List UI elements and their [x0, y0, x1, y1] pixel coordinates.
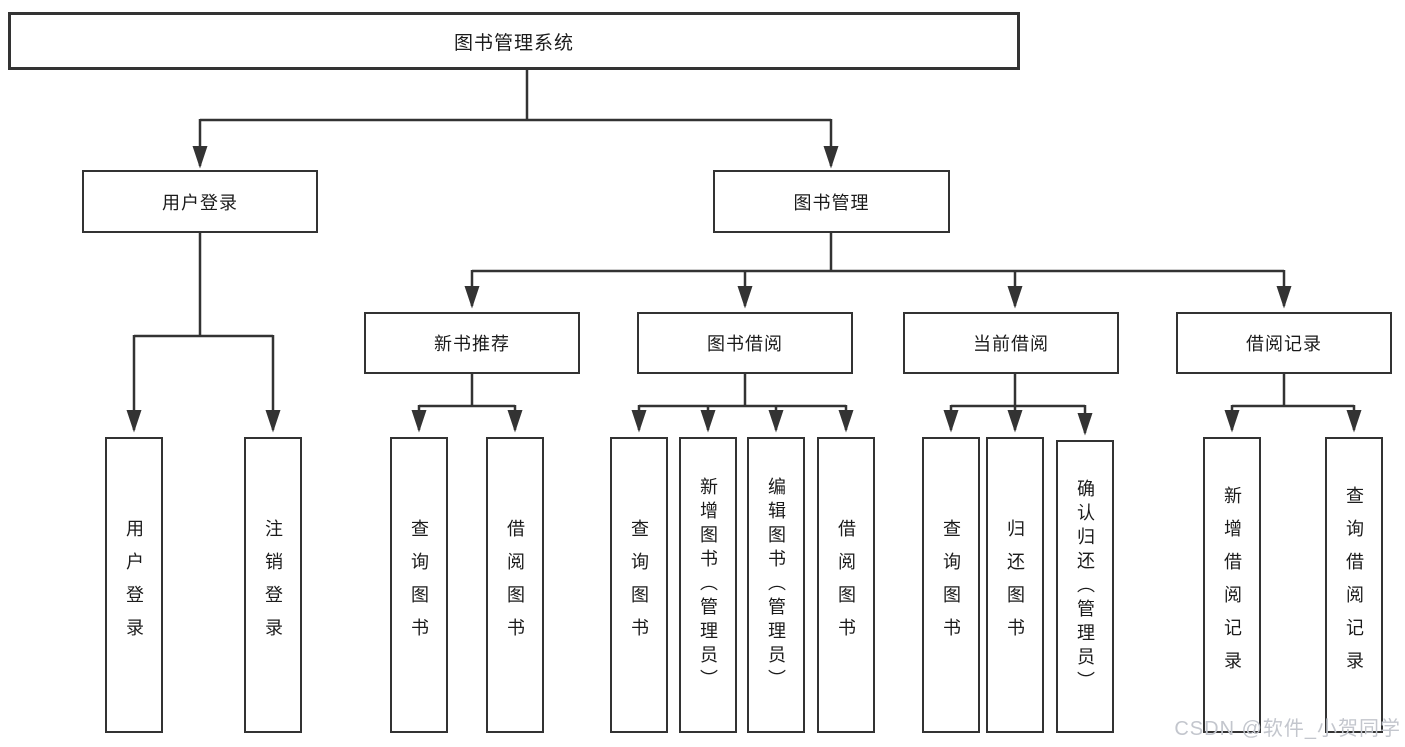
node-label: 借阅图书: [836, 519, 856, 651]
csdn-watermark: CSDN @软件_小贺同学: [1174, 718, 1401, 740]
node-label: 借阅图书: [505, 519, 525, 651]
node-label: 借阅记录: [1246, 334, 1322, 354]
node-label: 查询图书: [941, 519, 961, 651]
node-borrowing-records: 借阅记录: [1176, 312, 1392, 374]
node-label: 查询图书: [629, 519, 649, 651]
node-library-management-system: 图书管理系统: [8, 12, 1020, 70]
node-label: 新增借阅记录: [1222, 486, 1242, 684]
node-return-books: 归还图书: [986, 437, 1044, 733]
node-add-book-admin: 新增图书（管理员）: [679, 437, 737, 733]
node-label: 图书管理: [793, 192, 870, 213]
node-query-books-3: 查询图书: [922, 437, 980, 733]
node-user-login-action: 用户登录: [105, 437, 163, 733]
node-query-books-1: 查询图书: [390, 437, 448, 733]
node-label: 查询借阅记录: [1344, 486, 1364, 684]
node-label: 用户登录: [162, 192, 238, 213]
node-borrow-books-2: 借阅图书: [817, 437, 875, 733]
node-query-borrow-record: 查询借阅记录: [1325, 437, 1383, 733]
node-book-borrowing: 图书借阅: [637, 312, 853, 374]
node-label: 查询图书: [409, 519, 429, 651]
node-label: 图书管理系统: [453, 32, 574, 54]
node-current-borrowing: 当前借阅: [903, 312, 1119, 374]
node-new-book-recommendation: 新书推荐: [364, 312, 580, 374]
node-label: 新书推荐: [434, 334, 510, 354]
node-label: 编辑图书（管理员）: [766, 477, 786, 693]
node-label: 当前借阅: [973, 334, 1049, 354]
node-label: 图书借阅: [707, 334, 783, 354]
node-edit-book-admin: 编辑图书（管理员）: [747, 437, 805, 733]
node-query-books-2: 查询图书: [610, 437, 668, 733]
node-borrow-books-1: 借阅图书: [486, 437, 544, 733]
node-book-management: 图书管理: [713, 170, 950, 233]
node-add-borrow-record: 新增借阅记录: [1203, 437, 1261, 733]
node-label: 注销登录: [263, 519, 283, 651]
node-label: 归还图书: [1005, 519, 1025, 651]
node-logout: 注销登录: [244, 437, 302, 733]
node-label: 用户登录: [124, 519, 144, 651]
node-user-login: 用户登录: [82, 170, 318, 233]
node-confirm-return-admin: 确认归还（管理员）: [1056, 440, 1114, 733]
node-label: 新增图书（管理员）: [698, 477, 718, 693]
node-label: 确认归还（管理员）: [1075, 478, 1095, 695]
